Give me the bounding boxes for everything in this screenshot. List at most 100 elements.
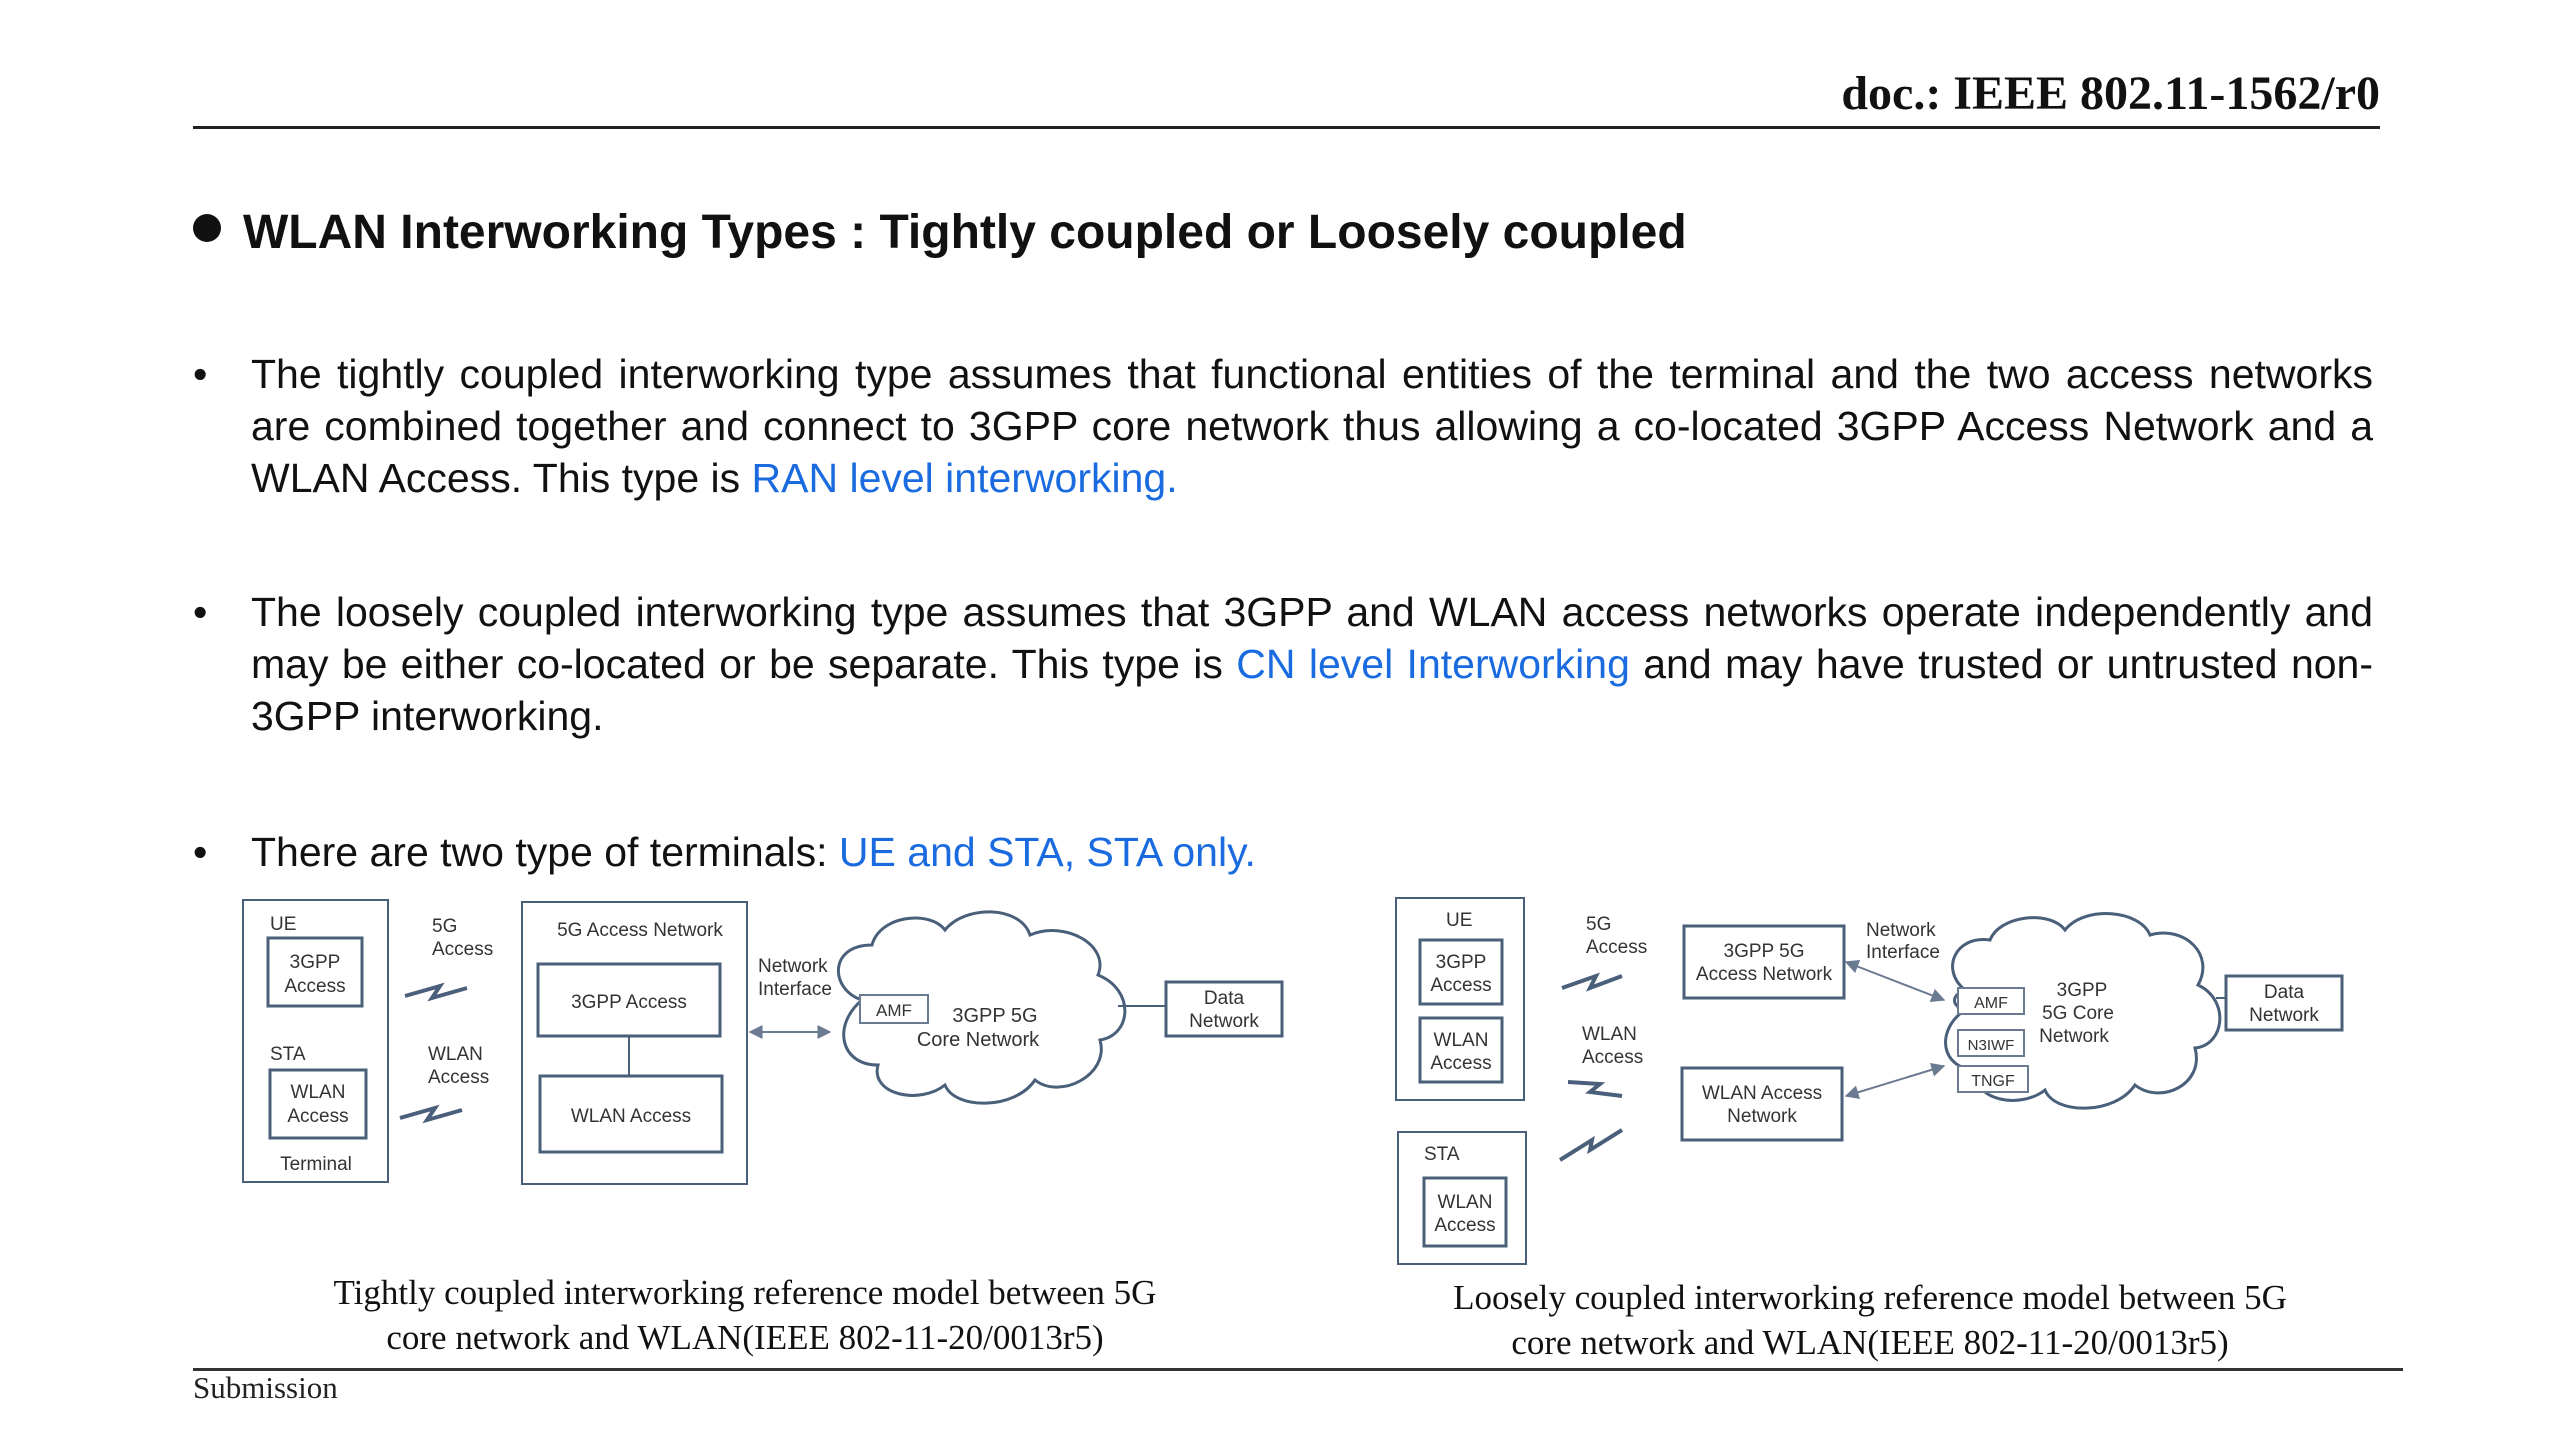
ue-3gpp-access-box bbox=[266, 936, 364, 1008]
access-network-title: 5G Access Network bbox=[557, 920, 723, 941]
link-wlan-label: Access bbox=[428, 1067, 489, 1088]
wlan-access-network-label: Network bbox=[1727, 1106, 1797, 1127]
slide-heading: WLAN Interworking Types : Tightly couple… bbox=[193, 205, 1687, 260]
amf-box bbox=[859, 994, 929, 1024]
amf-label: AMF bbox=[876, 1001, 912, 1020]
caption-line: core network and WLAN(IEEE 802-11-20/001… bbox=[386, 1318, 1104, 1357]
footer-rule bbox=[193, 1368, 2403, 1371]
sta-wlan-access-box bbox=[1422, 1176, 1508, 1248]
link-5g-label: Access bbox=[1586, 937, 1647, 958]
interface-arrow bbox=[1844, 1062, 1946, 1100]
wireless-link-icon bbox=[399, 1104, 463, 1124]
data-network-label: Data bbox=[1204, 988, 1245, 1009]
heading-text: WLAN Interworking Types : Tightly couple… bbox=[243, 206, 1687, 259]
ue-wlan-access-label: Access bbox=[1430, 1053, 1491, 1074]
bullet-icon: • bbox=[193, 351, 208, 397]
data-network-box bbox=[1164, 980, 1284, 1038]
ue-label: UE bbox=[1446, 910, 1472, 931]
bullet-highlight: CN level Interworking bbox=[1236, 641, 1630, 687]
sta-label: STA bbox=[270, 1044, 306, 1065]
caption-loosely-coupled: Loosely coupled interworking reference m… bbox=[1330, 1275, 2410, 1365]
sta-terminal-box bbox=[1397, 1131, 1527, 1265]
ue-3gpp-access-label: Access bbox=[1430, 975, 1491, 996]
wireless-link-icon bbox=[1561, 972, 1623, 992]
amf-label: AMF bbox=[1974, 995, 2008, 1012]
link-5g-label: Access bbox=[432, 939, 493, 960]
document-id: doc.: IEEE 802.11-1562/r0 bbox=[1841, 67, 2380, 120]
link-5g-label: 5G bbox=[1586, 914, 1611, 935]
wlan-access-label: WLAN Access bbox=[571, 1106, 691, 1127]
3gpp-access-network-label: Access Network bbox=[1696, 964, 1833, 985]
bullet-text: The tightly coupled interworking type as… bbox=[251, 351, 2373, 501]
ue-3gpp-access-label: Access bbox=[284, 976, 345, 997]
wlan-access-box bbox=[538, 1074, 724, 1154]
core-network-label: Core Network bbox=[917, 1029, 1040, 1051]
sta-label: STA bbox=[1424, 1144, 1460, 1165]
wlan-access-network-box bbox=[1680, 1066, 1844, 1142]
ue-terminal-box bbox=[1395, 897, 1525, 1101]
3gpp-access-label: 3GPP Access bbox=[571, 992, 687, 1013]
tngf-box bbox=[1957, 1065, 2029, 1093]
bullet-highlight: UE and STA, STA only. bbox=[838, 829, 1256, 875]
core-network-label: 5G Core bbox=[2042, 1003, 2114, 1024]
ue-wlan-access-label: WLAN bbox=[1434, 1030, 1489, 1051]
sta-wlan-access-label: WLAN bbox=[1438, 1192, 1493, 1213]
wlan-access-network-label: WLAN Access bbox=[1702, 1083, 1822, 1104]
3gpp-5g-access-network-box bbox=[1682, 924, 1846, 1000]
sta-wlan-access-label: WLAN bbox=[291, 1082, 346, 1103]
ue-3gpp-access-box bbox=[1418, 938, 1504, 1006]
ue-label: UE bbox=[270, 914, 296, 935]
core-network-label: Network bbox=[2039, 1026, 2109, 1047]
bullet-text: There are two type of terminals: bbox=[251, 829, 839, 875]
interface-arrow bbox=[1844, 960, 1946, 1002]
3gpp-access-network-label: 3GPP 5G bbox=[1724, 941, 1805, 962]
link-5g-label: 5G bbox=[432, 916, 457, 937]
link-wlan-label: WLAN bbox=[1582, 1024, 1637, 1045]
core-network-label: 3GPP bbox=[2057, 980, 2108, 1001]
sta-wlan-access-label: Access bbox=[287, 1106, 348, 1127]
network-interface-label: Interface bbox=[1866, 942, 1940, 963]
bullet-icon: • bbox=[193, 829, 208, 875]
wireless-link-icon bbox=[404, 982, 468, 1002]
sta-wlan-access-box bbox=[268, 1068, 368, 1140]
ue-3gpp-access-label: 3GPP bbox=[290, 952, 341, 973]
network-interface-label: Network bbox=[758, 956, 828, 977]
sta-wlan-access-label: Access bbox=[1434, 1215, 1495, 1236]
data-network-label: Network bbox=[2249, 1005, 2319, 1026]
bullet-tail: and may have trusted or untrusted non-3G… bbox=[251, 641, 2374, 739]
data-network-label: Data bbox=[2264, 982, 2305, 1003]
bullet-highlight: RAN level interworking. bbox=[751, 455, 1178, 501]
ue-wlan-access-box bbox=[1418, 1016, 1504, 1084]
caption-tightly-coupled: Tightly coupled interworking reference m… bbox=[200, 1270, 1290, 1360]
data-network-label: Network bbox=[1189, 1011, 1259, 1032]
core-network-label: 3GPP 5G bbox=[952, 1005, 1037, 1027]
bullet-loosely-coupled: • The loosely coupled interworking type … bbox=[193, 586, 2373, 742]
submission-label: Submission bbox=[193, 1370, 338, 1405]
amf-box bbox=[1957, 987, 2025, 1015]
n3iwf-label: N3IWF bbox=[1968, 1037, 2015, 1054]
caption-line: core network and WLAN(IEEE 802-11-20/001… bbox=[1511, 1323, 2229, 1362]
bullet-dot-icon bbox=[193, 214, 221, 242]
link-wlan-label: WLAN bbox=[428, 1044, 483, 1065]
terminal-label: Terminal bbox=[280, 1154, 352, 1175]
network-interface-label: Interface bbox=[758, 979, 832, 1000]
n3iwf-box bbox=[1957, 1029, 2025, 1057]
link-wlan-label: Access bbox=[1582, 1047, 1643, 1068]
bullet-icon: • bbox=[193, 589, 208, 635]
tngf-label: TNGF bbox=[1971, 1073, 2015, 1090]
diagram-loosely-coupled: UE 3GPP Access WLAN Access STA WLAN Acce… bbox=[1395, 897, 2344, 1265]
header-rule bbox=[193, 126, 2380, 129]
core-network-cloud-icon bbox=[837, 910, 1127, 1105]
wireless-link-icon bbox=[1567, 1080, 1623, 1098]
bullet-tightly-coupled: • The tightly coupled interworking type … bbox=[193, 348, 2373, 504]
caption-line: Loosely coupled interworking reference m… bbox=[1453, 1278, 2287, 1317]
terminal-box bbox=[242, 899, 389, 1183]
bullet-text: The loosely coupled interworking type as… bbox=[251, 589, 2373, 687]
bullet-terminal-types: • There are two type of terminals: UE an… bbox=[193, 826, 2373, 878]
caption-line: Tightly coupled interworking reference m… bbox=[333, 1273, 1157, 1312]
wireless-link-icon bbox=[1558, 1128, 1624, 1162]
ue-3gpp-access-label: 3GPP bbox=[1436, 952, 1487, 973]
network-interface-label: Network bbox=[1866, 920, 1936, 941]
diagram-tightly-coupled: UE 3GPP Access STA WLAN Access Terminal … bbox=[242, 899, 1284, 1185]
